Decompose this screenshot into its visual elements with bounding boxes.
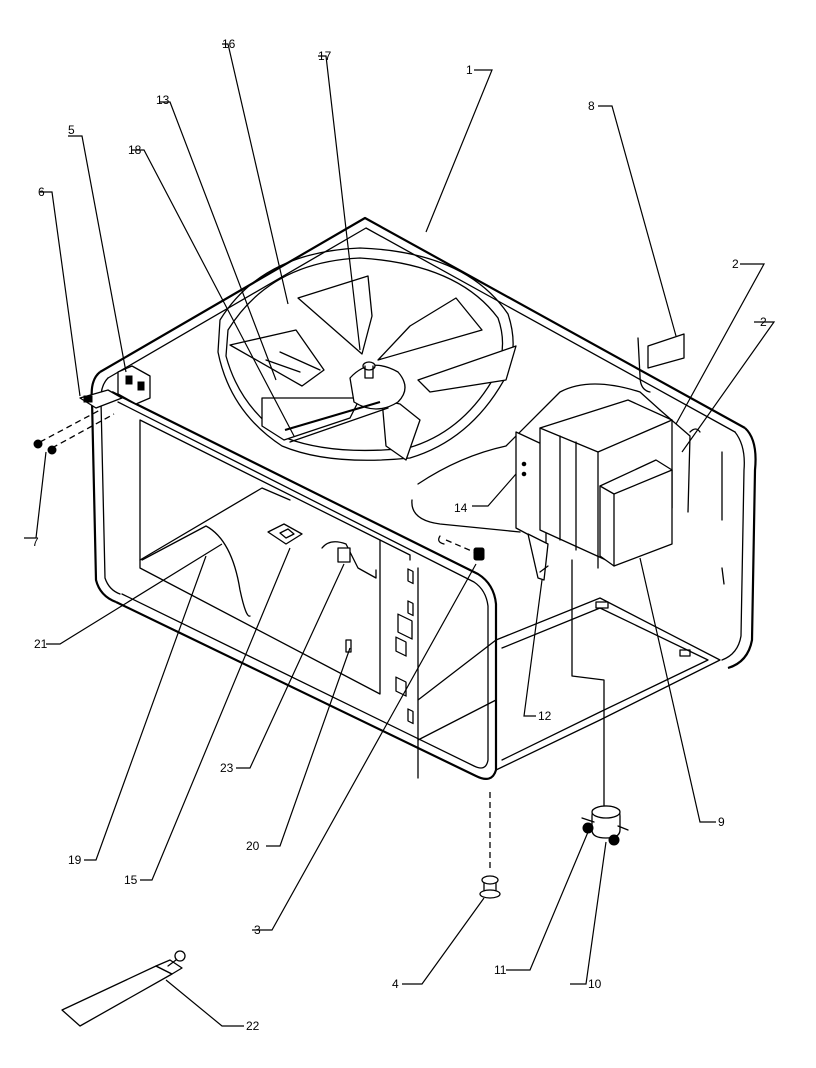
callout-22: 22: [246, 1019, 260, 1033]
callout-17: 17: [318, 49, 332, 63]
cabinet-front-face: [111, 391, 498, 781]
callout-6: 6: [38, 185, 45, 199]
part-4-foot: [479, 792, 501, 899]
part-8-label-plate: [637, 333, 685, 393]
base-plate: [417, 451, 725, 771]
callout-5: 5: [68, 123, 75, 137]
callout-20: 20: [246, 839, 260, 853]
oven-cavity: [139, 487, 485, 653]
callout-21: 21: [34, 637, 48, 651]
callout-3: 3: [254, 923, 261, 937]
fan-assembly: [217, 247, 517, 461]
part-22-paddle: [61, 950, 186, 1027]
capacitor-10: [581, 805, 629, 846]
leader-lines: [24, 43, 776, 1027]
callout-23: 23: [220, 761, 234, 775]
callout-12: 12: [538, 709, 552, 723]
callout-8: 8: [588, 99, 595, 113]
callout-2b: 2: [760, 315, 767, 329]
callout-10: 10: [588, 977, 602, 991]
callout-11: 11: [494, 963, 507, 977]
callout-labels: 1 2 2 3 4 5 6 7 8 9 10 11 12 13 14 15 16…: [32, 37, 767, 1033]
callout-13: 13: [156, 93, 170, 107]
callout-4: 4: [392, 977, 399, 991]
callout-18: 18: [128, 143, 142, 157]
callout-14: 14: [454, 501, 468, 515]
callout-15: 15: [124, 873, 138, 887]
callout-2a: 2: [732, 257, 739, 271]
callout-9: 9: [718, 815, 725, 829]
callout-16: 16: [222, 37, 236, 51]
callout-1: 1: [466, 63, 473, 77]
outer-cabinet-wrapper: [90, 216, 757, 670]
callout-7: 7: [32, 535, 39, 549]
callout-19: 19: [68, 853, 82, 867]
transformer-assembly: [411, 383, 701, 811]
hinge-parts: [33, 365, 151, 455]
